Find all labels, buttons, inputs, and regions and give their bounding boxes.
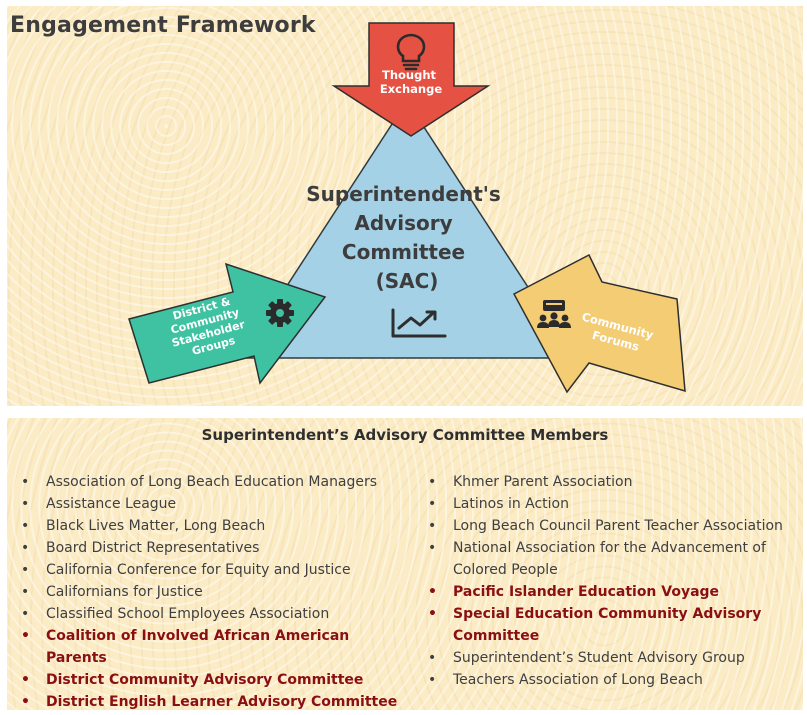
framework-diagram: Superintendent's Advisory Committee (SAC… bbox=[128, 22, 686, 394]
member-list-item: Khmer Parent Association bbox=[425, 471, 803, 493]
member-list-item: District Community Advisory Committee bbox=[18, 669, 408, 691]
member-list-item: Latinos in Action bbox=[425, 493, 803, 515]
stakeholder-groups-arrow: District & Community Stakeholder Groups bbox=[128, 262, 327, 385]
member-list-item: Superintendent’s Student Advisory Group bbox=[425, 647, 803, 669]
sac-triangle bbox=[238, 99, 576, 359]
member-list-item: National Association for the Advancement… bbox=[425, 537, 803, 581]
thought-exchange-label: Thought Exchange bbox=[380, 68, 442, 96]
center-label: Superintendent's Advisory Committee (SAC… bbox=[306, 182, 508, 293]
member-list-item: Black Lives Matter, Long Beach bbox=[18, 515, 408, 537]
member-list-item: Classified School Employees Association bbox=[18, 603, 408, 625]
thought-exchange-arrow: Thought Exchange bbox=[331, 22, 491, 137]
lightbulb-icon bbox=[396, 33, 426, 71]
member-list-item: Teachers Association of Long Beach bbox=[425, 669, 803, 691]
member-list-item: Association of Long Beach Education Mana… bbox=[18, 471, 408, 493]
members-panel: Superintendent’s Advisory Committee Memb… bbox=[7, 418, 803, 713]
member-list-item: Californians for Justice bbox=[18, 581, 408, 603]
community-forums-arrow: Community Forums bbox=[512, 253, 686, 394]
members-title: Superintendent’s Advisory Committee Memb… bbox=[201, 426, 609, 444]
member-list-item: District English Learner Advisory Commit… bbox=[18, 691, 408, 713]
gear-icon bbox=[266, 299, 294, 327]
line-chart-icon bbox=[391, 308, 447, 338]
members-list-right: Khmer Parent AssociationLatinos in Actio… bbox=[425, 471, 803, 691]
member-list-item: Assistance League bbox=[18, 493, 408, 515]
member-list-item: Board District Representatives bbox=[18, 537, 408, 559]
community-meeting-icon bbox=[537, 300, 571, 328]
members-list-left: Association of Long Beach Education Mana… bbox=[18, 471, 408, 713]
member-list-item: Long Beach Council Parent Teacher Associ… bbox=[425, 515, 803, 537]
member-list-item: Pacific Islander Education Voyage bbox=[425, 581, 803, 603]
engagement-framework-panel: Engagement Framework Superintendent's Ad… bbox=[7, 6, 803, 406]
member-list-item: Special Education Community Advisory Com… bbox=[425, 603, 803, 647]
member-list-item: Coalition of Involved African American P… bbox=[18, 625, 408, 669]
framework-title: Engagement Framework bbox=[10, 13, 316, 38]
member-list-item: California Conference for Equity and Jus… bbox=[18, 559, 408, 581]
